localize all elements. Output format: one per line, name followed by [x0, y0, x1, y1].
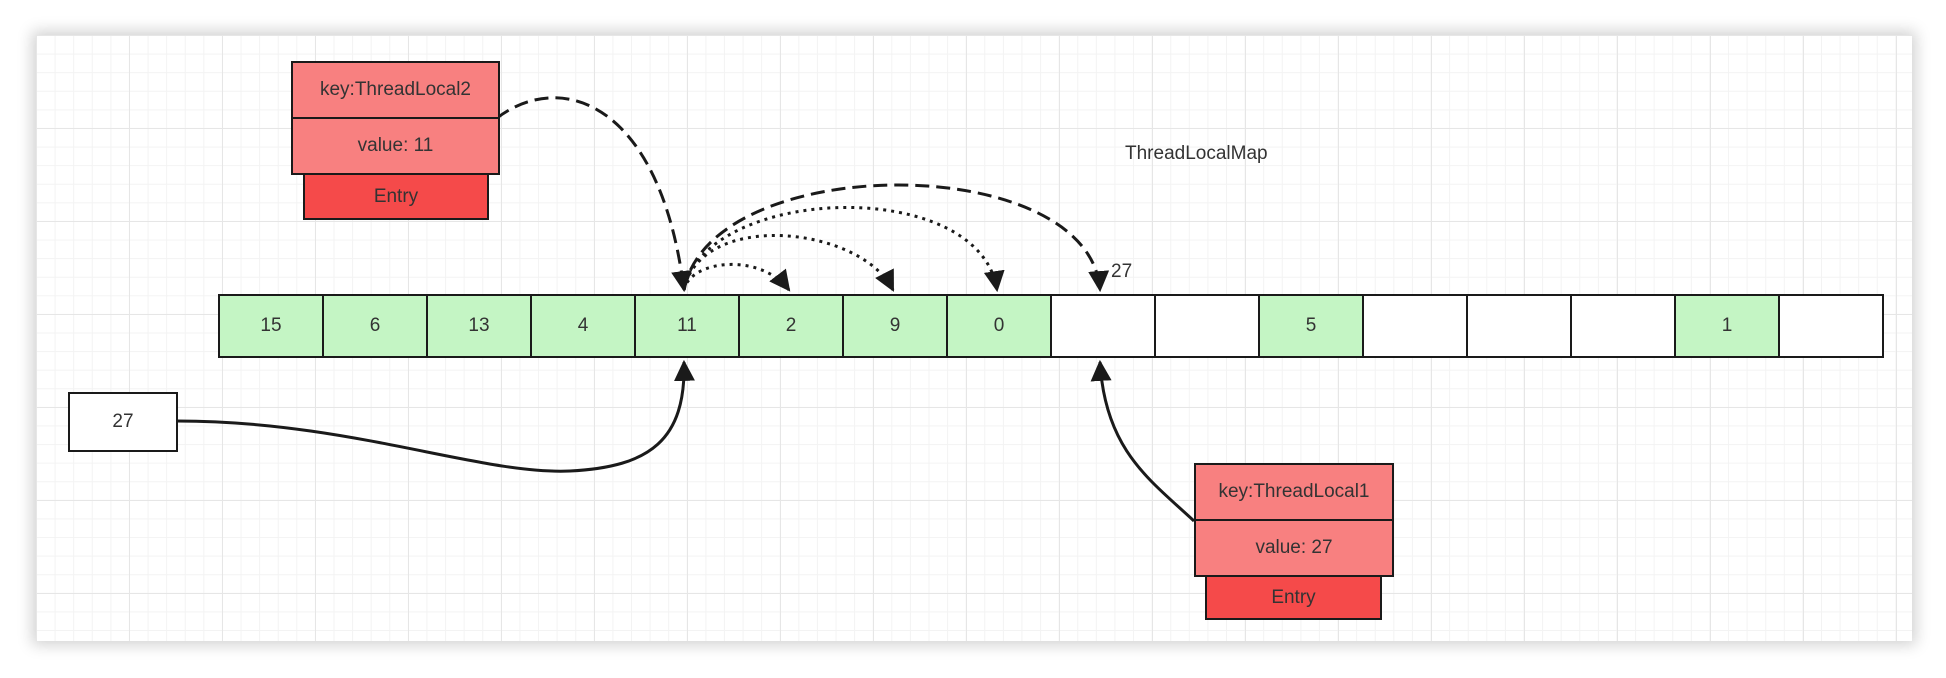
- map-slot: [1778, 294, 1884, 358]
- target-slot-label: 27: [1111, 261, 1133, 282]
- map-slot: 11: [634, 294, 740, 358]
- map-slot: 0: [946, 294, 1052, 358]
- map-slot: 1: [1674, 294, 1780, 358]
- map-slot: 5: [1258, 294, 1364, 358]
- map-slot: 15: [218, 294, 324, 358]
- entry-bottom-key: key:ThreadLocal1: [1194, 463, 1394, 521]
- hash-value-box: 27: [68, 392, 178, 452]
- map-slot: 13: [426, 294, 532, 358]
- map-slot: 4: [530, 294, 636, 358]
- map-slot: [1362, 294, 1468, 358]
- map-title: ThreadLocalMap: [1125, 143, 1268, 164]
- map-slot: [1466, 294, 1572, 358]
- entry-top-key: key:ThreadLocal2: [291, 61, 500, 119]
- entry-top-label: Entry: [303, 173, 489, 220]
- map-slot: 2: [738, 294, 844, 358]
- map-slot: 9: [842, 294, 948, 358]
- map-slot: [1050, 294, 1156, 358]
- entry-bottom-label: Entry: [1205, 575, 1382, 620]
- map-slot: [1154, 294, 1260, 358]
- map-slot: [1570, 294, 1676, 358]
- entry-bottom-value: value: 27: [1194, 519, 1394, 577]
- entry-top-value: value: 11: [291, 117, 500, 175]
- map-slot: 6: [322, 294, 428, 358]
